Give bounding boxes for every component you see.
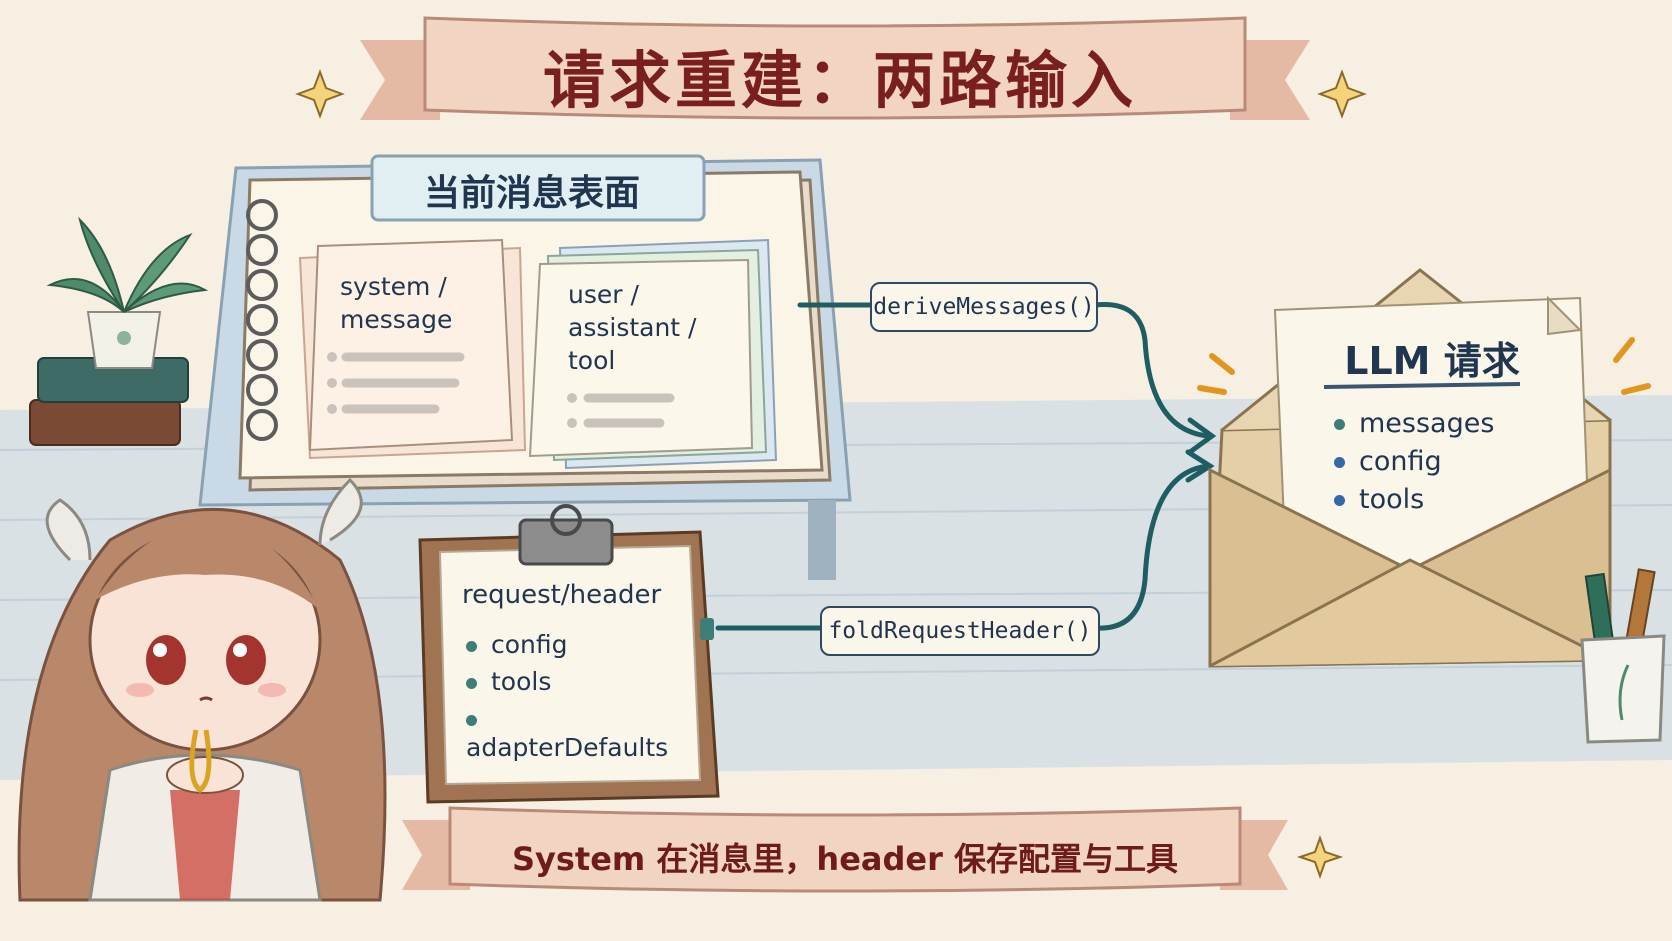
bullet-icon [466, 714, 477, 726]
llm-request-title: LLM 请求 [1344, 339, 1520, 383]
envelope-icon [1197, 268, 1651, 668]
clipboard [418, 504, 720, 804]
page-title: 请求重建：两路输入 [542, 44, 1137, 117]
list-item: adapterDefaults [466, 704, 691, 762]
list-item: tools [466, 667, 691, 704]
clipboard-title: request/header [462, 580, 662, 610]
list-item: config [1334, 446, 1554, 484]
footer-caption: System 在消息里，header 保存配置与工具 [511, 840, 1179, 878]
flow-arrows [715, 301, 1217, 631]
plant-icon [29, 216, 209, 446]
fold-request-header-label: foldRequestHeader() [820, 606, 1100, 656]
footer-ribbon [402, 806, 1288, 893]
clipboard-list: config tools adapterDefaults [466, 630, 691, 762]
bullet-icon [1334, 419, 1345, 430]
bullet-icon [1334, 495, 1345, 506]
derive-messages-label: deriveMessages() [870, 282, 1098, 332]
llm-request-list: messages config tools [1334, 408, 1554, 522]
character-mascot [17, 477, 387, 902]
card-user-assistant-tool: user / assistant / tool [568, 280, 697, 375]
list-item: tools [1334, 484, 1554, 522]
bullet-icon [466, 640, 477, 652]
bullet-icon [1334, 457, 1345, 468]
pencil-cup-icon [1580, 568, 1666, 744]
notebook [238, 154, 832, 492]
bullet-icon [466, 677, 477, 689]
title-ribbon [360, 16, 1310, 120]
notebook-tab-label: 当前消息表面 [423, 173, 640, 214]
list-item: config [466, 630, 691, 667]
list-item: messages [1334, 408, 1554, 446]
card-system-message: system / message [340, 272, 453, 334]
